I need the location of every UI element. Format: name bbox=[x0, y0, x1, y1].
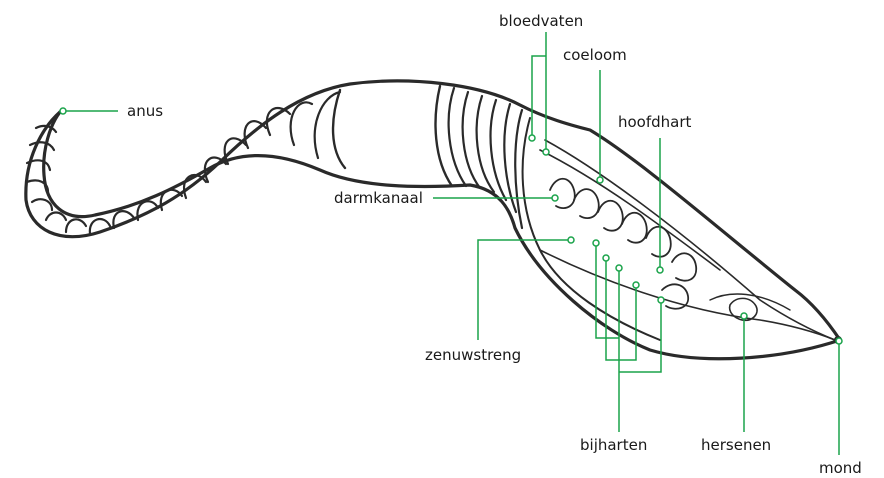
gut-segment bbox=[598, 201, 623, 231]
pointer-bijharten-5 bbox=[658, 297, 664, 303]
leader-bloedvaten bbox=[532, 32, 546, 152]
label-coeloom: coeloom bbox=[563, 46, 627, 64]
label-darmkanaal: darmkanaal bbox=[334, 189, 423, 207]
segment bbox=[66, 219, 86, 232]
label-mond: mond bbox=[819, 459, 862, 477]
clitellum-edge bbox=[333, 90, 345, 168]
cutaway-inner bbox=[545, 140, 835, 340]
label-hersenen: hersenen bbox=[701, 436, 771, 454]
leader-zenuwstreng bbox=[478, 240, 568, 340]
pointer-bijharten-1 bbox=[593, 240, 599, 246]
worm-outline-bottom bbox=[44, 112, 840, 359]
pointer-bloedvaten-2 bbox=[543, 149, 549, 155]
pointer-hoofdhart bbox=[657, 267, 663, 273]
gut-segment bbox=[574, 189, 599, 218]
pointer-darmkanaal bbox=[552, 195, 558, 201]
leader-bijharten bbox=[596, 243, 661, 432]
pointer-mond bbox=[836, 338, 842, 344]
pointer-bloedvaten-1 bbox=[529, 135, 535, 141]
dorsal-vessel bbox=[540, 150, 720, 270]
segment bbox=[46, 213, 66, 221]
gut-segment bbox=[672, 253, 696, 280]
earthworm-drawing bbox=[26, 81, 841, 359]
pointer-bijharten-3 bbox=[616, 265, 622, 271]
label-bijharten: bijharten bbox=[580, 436, 647, 454]
pointer-bijharten-4 bbox=[633, 282, 639, 288]
gut-segment bbox=[550, 179, 575, 208]
segment bbox=[291, 102, 312, 145]
label-bloedvaten: bloedvaten bbox=[499, 12, 583, 30]
pointer-bijharten-2 bbox=[603, 255, 609, 261]
label-zenuwstreng: zenuwstreng bbox=[425, 346, 521, 364]
brain-shape bbox=[710, 294, 790, 310]
segment bbox=[184, 175, 206, 198]
gut-segment bbox=[622, 213, 647, 243]
label-anus: anus bbox=[127, 102, 163, 120]
label-hoofdhart: hoofdhart bbox=[618, 113, 691, 131]
pointer-zenuwstreng bbox=[568, 237, 574, 243]
pointer-coeloom bbox=[597, 177, 603, 183]
segment bbox=[32, 199, 52, 210]
pointer-hersenen bbox=[741, 313, 747, 319]
pointer-anus bbox=[60, 108, 66, 114]
